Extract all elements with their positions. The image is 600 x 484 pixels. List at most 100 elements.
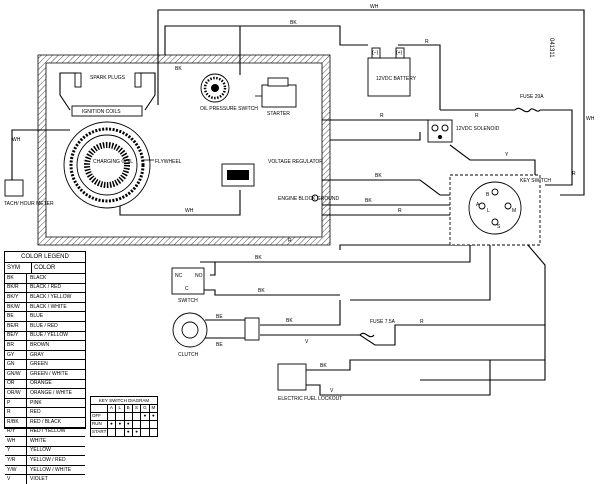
svg-text:(+): (+) <box>396 50 403 56</box>
svg-text:R: R <box>572 171 576 177</box>
legend-sym: Y/W <box>5 465 27 475</box>
legend-color: ORANGE / WHITE <box>30 389 72 396</box>
switch: NC NO C SWITCH <box>171 267 205 304</box>
svg-text:BK: BK <box>255 255 262 261</box>
legend-color: BLACK <box>30 274 47 281</box>
legend-color: ORANGE <box>30 380 52 387</box>
clutch: CLUTCH <box>172 312 260 358</box>
legend-color: WHITE <box>30 437 47 444</box>
starter-label: STARTER <box>267 111 290 117</box>
electric-fuel-lockout: ELECTRIC FUEL LOCKOUT <box>277 363 342 402</box>
legend-sym: BK/Y <box>5 293 27 302</box>
svg-text:V: V <box>305 339 309 345</box>
ks-position: START <box>92 429 108 436</box>
voltage-regulator: VOLTAGE REGULATOR <box>221 159 323 187</box>
ks-cell <box>108 413 117 420</box>
legend-sym: Y <box>5 446 27 456</box>
fuse-20a: FUSE 20A <box>514 94 544 113</box>
legend-sym: WH <box>5 437 27 446</box>
ks-row: START●● <box>91 429 157 436</box>
legend-color: RED <box>30 409 41 416</box>
legend-color: RED / YELLOW <box>30 428 66 435</box>
ks-cell <box>133 421 142 428</box>
legend-sym: BE/Y <box>5 331 27 341</box>
ks-cell <box>125 413 133 420</box>
ks-cell: ● <box>141 413 150 420</box>
engine-block-ground-label: ENGINE BLOCK GROUND <box>278 196 340 202</box>
svg-text:R: R <box>288 238 292 244</box>
legend-sym: GN <box>5 360 27 369</box>
electric-fuel-lockout-label: ELECTRIC FUEL LOCKOUT <box>278 396 342 402</box>
ks-column-header: S <box>133 405 142 412</box>
ks-cell: ● <box>125 421 133 428</box>
ks-column-header: G <box>141 405 150 412</box>
key-switch-label: KEY SWITCH <box>520 178 551 184</box>
legend-color: BROWN <box>30 341 50 348</box>
legend-color: VIOLET <box>30 476 48 483</box>
legend-sym: GN/W <box>5 369 27 379</box>
svg-text:R: R <box>425 39 429 45</box>
engine-frame <box>37 54 331 246</box>
battery-label: 12VDC BATTERY <box>376 76 417 82</box>
legend-sym: BK/R <box>5 283 27 293</box>
svg-text:R: R <box>380 113 384 119</box>
svg-text:Y: Y <box>505 152 509 158</box>
ks-column-header: A <box>108 405 117 412</box>
svg-text:R: R <box>475 113 479 119</box>
svg-text:BK: BK <box>290 20 297 26</box>
ks-column-header: M <box>151 405 156 410</box>
svg-text:BK: BK <box>258 288 265 294</box>
ks-cell: ● <box>151 413 155 418</box>
svg-text:BK: BK <box>175 66 182 72</box>
solenoid: 12VDC SOLENOID <box>427 119 500 143</box>
legend-sym: OR/W <box>5 389 27 398</box>
legend-color: YELLOW <box>30 447 51 454</box>
legend-sym: Y/R <box>5 456 27 465</box>
svg-text:M: M <box>512 208 516 214</box>
legend-sym: BE <box>5 312 27 321</box>
battery: (−) (+) 12VDC BATTERY <box>367 47 417 97</box>
oil-pressure-switch: OIL PRESSURE SWITCH <box>200 73 258 112</box>
svg-text:BK: BK <box>320 363 327 369</box>
color-header: COLOR <box>34 265 56 271</box>
ks-cell: ● <box>108 421 117 428</box>
legend-sym: V <box>5 475 27 484</box>
svg-text:BK: BK <box>365 198 372 204</box>
svg-text:WH: WH <box>370 4 379 10</box>
svg-text:V: V <box>330 388 334 394</box>
svg-text:WH: WH <box>185 208 194 214</box>
legend-sym: BR <box>5 341 27 350</box>
starter: STARTER <box>255 77 297 117</box>
key-switch: A B L M S KEY SWITCH <box>449 174 551 246</box>
ks-cell <box>133 413 142 420</box>
legend-color: YELLOW / WHITE <box>30 466 72 473</box>
tach-hour-meter: TACH/ HOUR METER <box>4 179 54 207</box>
ks-cell: ● <box>125 429 133 436</box>
legend-color: BLUE / YELLOW <box>30 332 68 339</box>
legend-sym: BK/W <box>5 302 27 312</box>
wire-labels: WH BK R BK WH R R Y BK BK R WH R BK BK B… <box>12 4 595 394</box>
legend-sym: R/BK <box>5 417 27 427</box>
fuse-20a-label: FUSE 20A <box>520 94 544 100</box>
ks-column-header: L <box>116 405 125 412</box>
ks-row: OFF●● <box>91 413 157 421</box>
svg-text:R: R <box>420 319 424 325</box>
ks-cell <box>108 429 117 436</box>
ignition-coils: IGNITION COILS <box>71 105 143 117</box>
sym-header: SYM <box>5 263 32 273</box>
ks-cell <box>141 421 150 428</box>
legend-sym: GY <box>5 350 27 360</box>
svg-text:BE: BE <box>216 342 223 348</box>
legend-color: GREEN <box>30 361 48 368</box>
ks-row: RUN●●● <box>91 421 157 429</box>
svg-text:S: S <box>497 224 501 230</box>
legend-color: YELLOW / RED <box>30 457 66 464</box>
ks-header-blank <box>91 405 108 412</box>
